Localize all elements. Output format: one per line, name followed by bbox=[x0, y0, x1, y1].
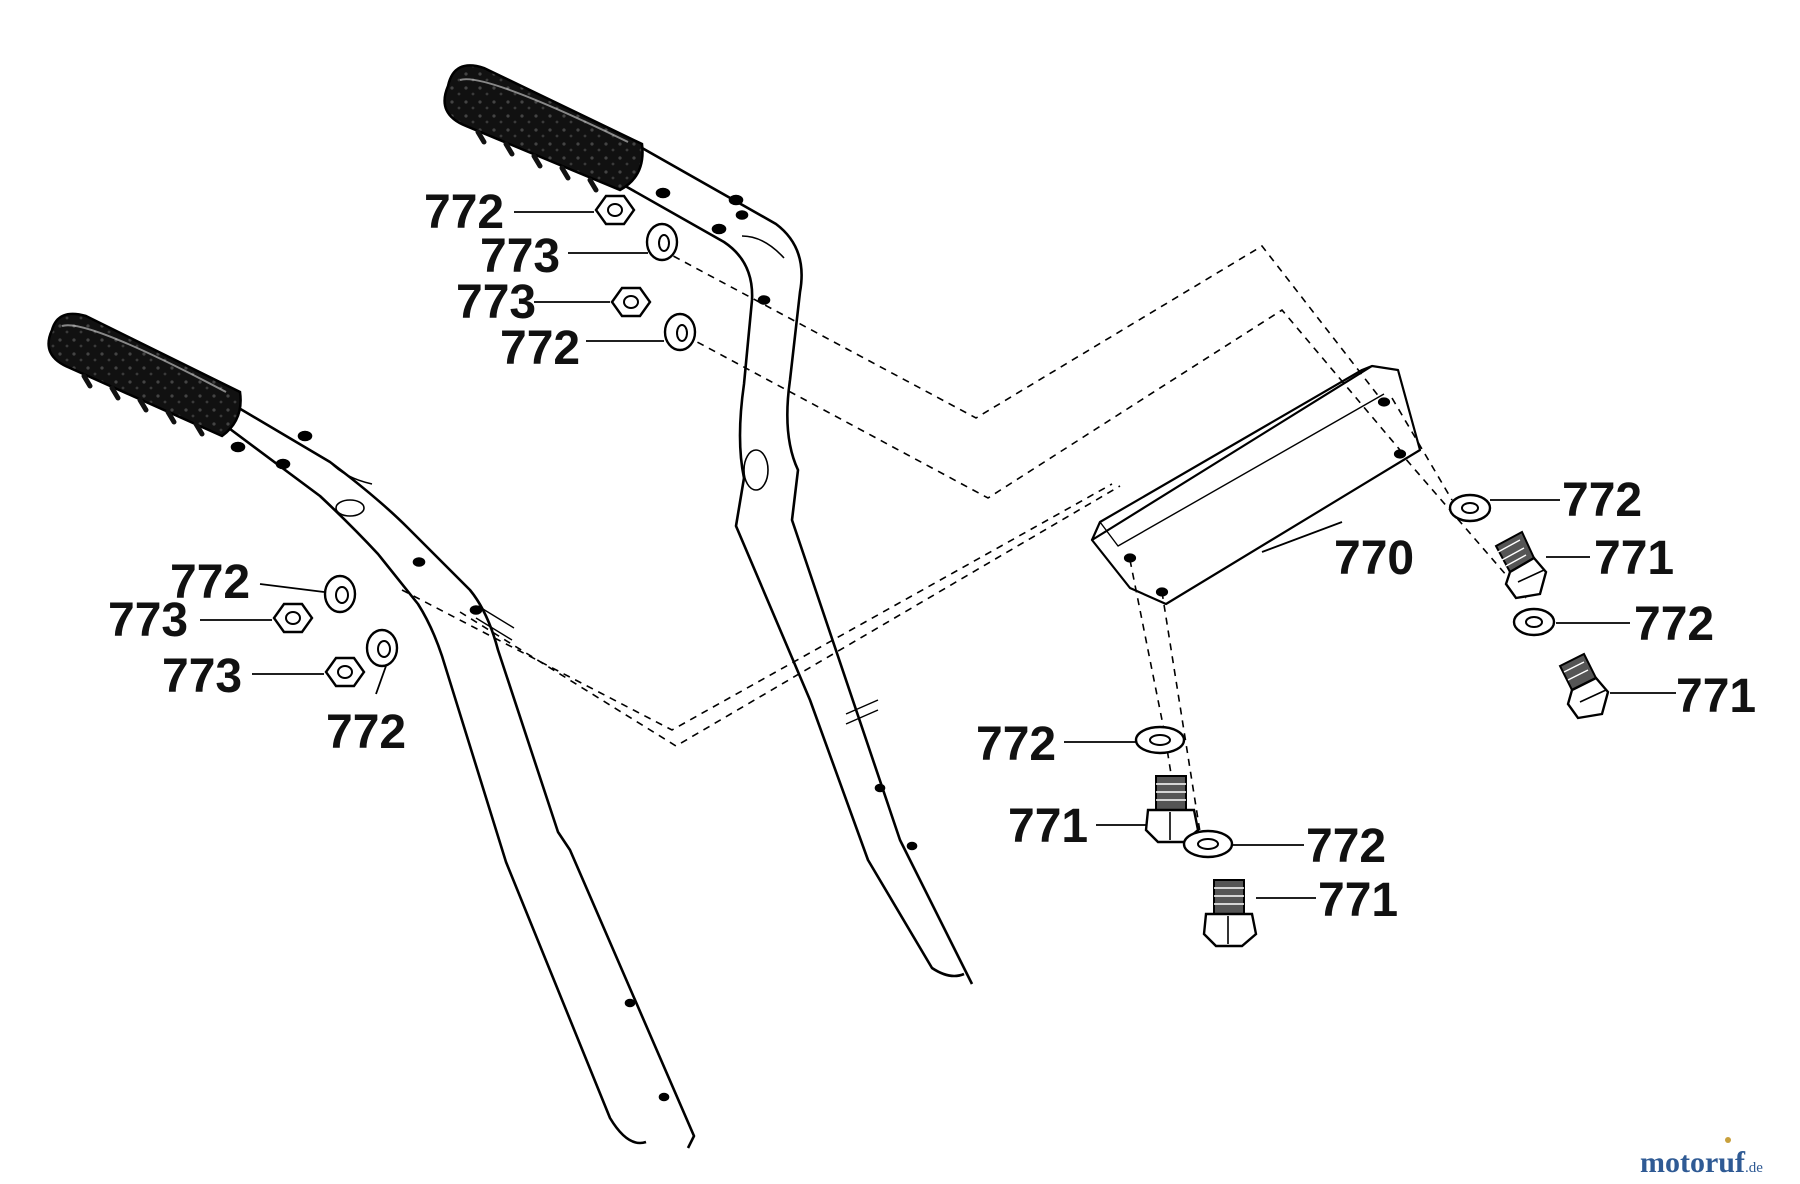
watermark-dot-icon bbox=[1725, 1137, 1731, 1143]
callout-771-right-1: 771 bbox=[1594, 532, 1674, 585]
callout-773-left-2: 773 bbox=[162, 650, 242, 703]
callout-773-top: 773 bbox=[480, 230, 560, 283]
hex-nut-upper-1 bbox=[594, 194, 636, 226]
callout-772-mid: 772 bbox=[500, 322, 580, 375]
hex-nut-lower-2 bbox=[324, 656, 366, 688]
washer-bottom-2 bbox=[1182, 829, 1234, 859]
watermark-brand: motoruf bbox=[1640, 1146, 1746, 1179]
callout-772-bottom-1: 772 bbox=[976, 718, 1056, 771]
left-handle-tube bbox=[204, 386, 696, 1149]
callout-771-right-2: 771 bbox=[1676, 670, 1756, 723]
right-handle-grip bbox=[443, 64, 644, 193]
callout-770: 770 bbox=[1334, 532, 1414, 585]
hex-nut-upper-2 bbox=[610, 286, 652, 318]
watermark-logo: motoruf.de bbox=[1640, 1137, 1763, 1179]
callout-772-left-2: 772 bbox=[326, 706, 406, 759]
bolt-right-1 bbox=[1494, 530, 1548, 600]
left-handle-grip bbox=[47, 312, 242, 438]
hex-nut-lower-1 bbox=[272, 602, 314, 634]
callout-773-mid: 773 bbox=[456, 276, 536, 329]
callout-labels: 772 773 773 772 772 773 773 772 772 770 … bbox=[108, 186, 1756, 927]
washer-lower-1 bbox=[323, 574, 357, 614]
washer-bottom-1 bbox=[1134, 725, 1186, 755]
assembly-lines bbox=[401, 244, 1527, 841]
washer-right-1 bbox=[1448, 493, 1492, 523]
washer-upper-1 bbox=[645, 222, 679, 262]
callout-773-left-1: 773 bbox=[108, 594, 188, 647]
bolt-right-2 bbox=[1558, 652, 1610, 720]
leader-lines bbox=[200, 211, 1676, 899]
callout-771-bottom-1: 771 bbox=[1008, 800, 1088, 853]
washer-right-2 bbox=[1512, 607, 1556, 637]
washer-lower-2 bbox=[365, 628, 399, 668]
svg-text:motoruf.de: motoruf.de bbox=[1640, 1146, 1763, 1179]
callout-772-right-2: 772 bbox=[1634, 598, 1714, 651]
callout-771-bottom-2: 771 bbox=[1318, 874, 1398, 927]
washer-upper-2 bbox=[663, 312, 697, 352]
bolt-bottom-2 bbox=[1202, 879, 1258, 948]
callout-772-bottom-2: 772 bbox=[1306, 820, 1386, 873]
callout-772-right-1: 772 bbox=[1562, 474, 1642, 527]
cross-brace-plate bbox=[1090, 364, 1422, 606]
watermark-tld: .de bbox=[1745, 1160, 1763, 1176]
callout-772-top: 772 bbox=[424, 186, 504, 239]
bolt-bottom-1 bbox=[1144, 775, 1200, 844]
right-handle-tube bbox=[603, 138, 974, 985]
callout-772-left-1: 772 bbox=[170, 556, 250, 609]
